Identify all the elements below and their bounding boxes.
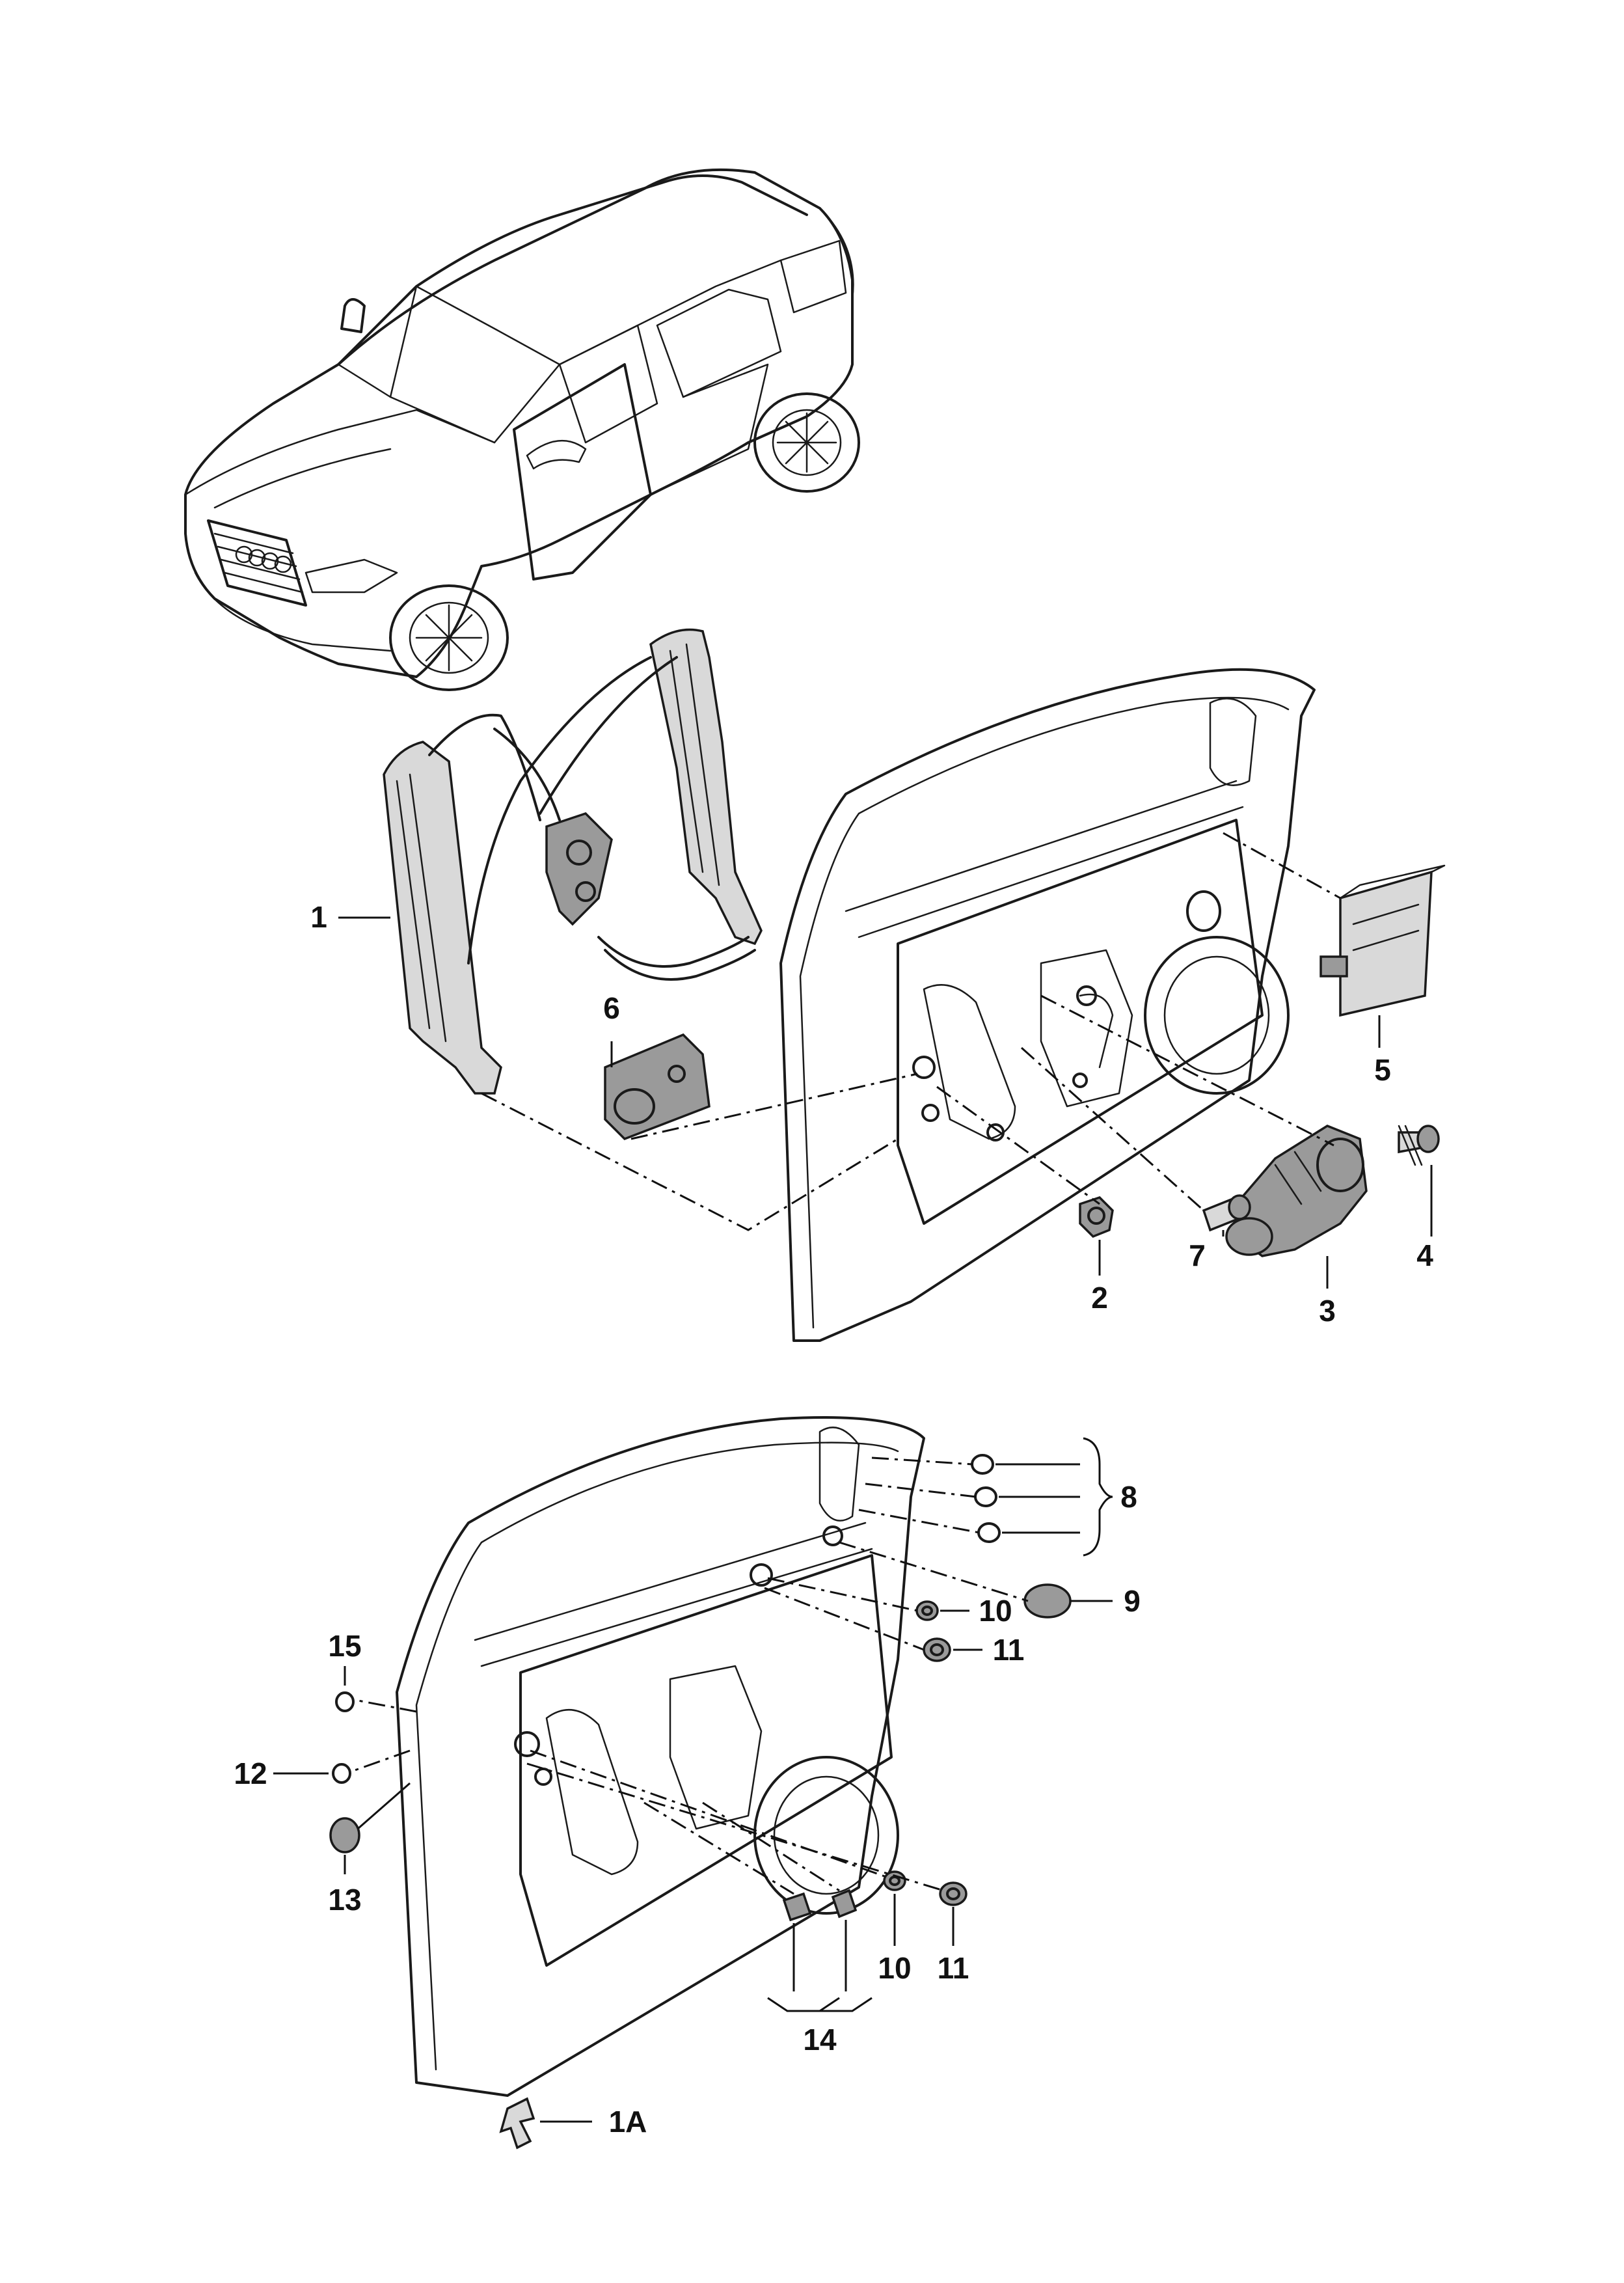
part-2-nut — [1079, 1196, 1114, 1238]
vehicle-illustration — [184, 168, 860, 691]
lower-door-panel — [396, 1416, 925, 2097]
callout-5: 5 — [1374, 1053, 1391, 1087]
part-5-control-unit — [1320, 864, 1446, 1017]
callout-10-upper: 10 — [979, 1594, 1012, 1628]
callout-13: 13 — [328, 1883, 361, 1917]
window-regulator — [383, 628, 763, 1095]
callout-10-lower: 10 — [878, 1951, 911, 1985]
callout-2: 2 — [1091, 1281, 1108, 1315]
callout-4: 4 — [1416, 1238, 1433, 1272]
callout-8: 8 — [1120, 1480, 1137, 1514]
lower-leaders — [273, 1437, 1113, 2123]
callout-11-lower: 11 — [938, 1951, 969, 1985]
part-4-screw — [1398, 1125, 1440, 1166]
callout-3: 3 — [1319, 1294, 1336, 1328]
callout-7: 7 — [1189, 1238, 1206, 1272]
callout-11-upper: 11 — [993, 1633, 1025, 1667]
callout-9: 9 — [1124, 1584, 1141, 1618]
callout-1A: 1A — [609, 2105, 647, 2139]
callout-1: 1 — [310, 900, 327, 934]
part-7-bolt — [1202, 1194, 1251, 1232]
callout-14: 14 — [803, 2023, 837, 2057]
upper-door-panel — [779, 668, 1316, 1342]
part-3-motor — [1225, 1125, 1368, 1257]
lower-parts — [329, 1454, 1072, 2150]
callout-12: 12 — [234, 1757, 267, 1790]
callout-6: 6 — [603, 991, 620, 1025]
callout-15: 15 — [328, 1629, 361, 1663]
part-6-cover — [604, 1033, 710, 1141]
upper-leaders — [338, 832, 1433, 1289]
